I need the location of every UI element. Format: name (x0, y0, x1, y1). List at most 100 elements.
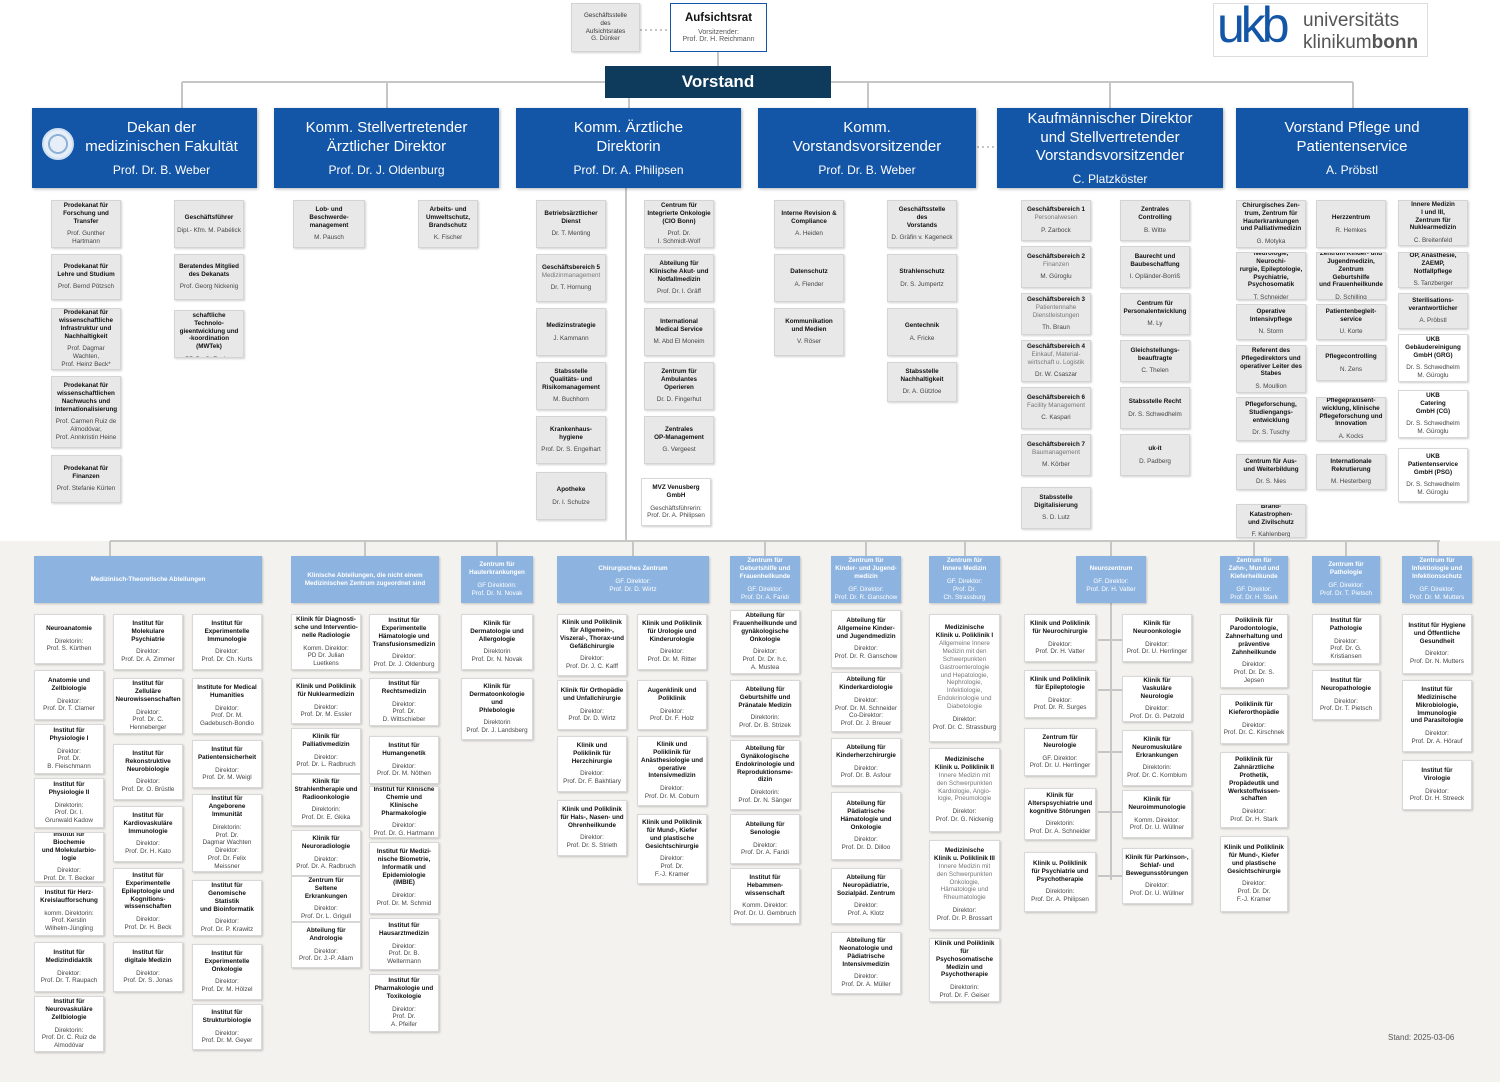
kind-unit-4-person: Direktor: Prof. A. Klotz (847, 902, 885, 918)
dekan-unit-1-person: Prof. Bernd Pötzsch (58, 283, 114, 291)
board-member-person: C. Platzköster (1072, 172, 1148, 187)
center-header-6-person: GF. Direktor: Prof. Dr. Ch. Strassburg (943, 578, 986, 601)
center-header-2-title: Zentrum für Hauterkrankungen (469, 561, 525, 577)
neuro-unit-1-title: Klinik und Poliklinik für Epileptologie (1030, 675, 1090, 691)
aed-unit-2-person: J. Kammann (553, 334, 589, 342)
pf-unit-6-person: F. Kahlenberg (1251, 531, 1291, 538)
theo-unit-18: Institut für Genomische Statistik und Bi… (192, 880, 262, 936)
zahn-unit-3-person: Direktor: Prof. Dr. Dr. F.-J. Kramer (1236, 880, 1272, 904)
zahn-unit-0: Poliklinik für Parodontologie, Zahnerhal… (1220, 614, 1288, 688)
dekan-unit-0-title: Prodekanat für Forschung und Transfer (63, 201, 109, 225)
vv-unit-3-person: D. Gräfin v. Kageneck (891, 234, 953, 242)
klin-unit-13-title: Institut für Pharmakologie und Toxikolog… (374, 976, 434, 1000)
kd-unit-2-person: Th. Braun (1042, 324, 1070, 332)
geb-unit-0-person: Direktor: Prof. Dr. Dr. h.c. A. Mustea (742, 648, 788, 672)
geb-unit-4-title: Institut für Hebammen- wissenschaft (745, 873, 785, 897)
zahn-unit-2-title: Poliklinik für Zahnärztliche Prothetik, … (1227, 756, 1281, 803)
chir-unit-4-title: Klinik und Poliklinik für Urologie und K… (642, 619, 702, 643)
board-member-title: Komm. Stellvertretender Ärztlicher Direk… (305, 119, 468, 155)
inn-unit-1-subtitle: Innere Medizin mit den Schwerpunkten Kar… (936, 771, 993, 803)
klin-unit-11-title: Institut für Medizi- nische Biometrie, I… (376, 847, 432, 887)
kd-unit-2-subtitle: Patientennahe Dienstleistungen (1032, 303, 1080, 319)
kind-unit-0-title: Abteilung für Allgemeine Kinder- und Jug… (836, 616, 896, 640)
aed-unit-0-person: Dr. T. Menting (551, 230, 591, 238)
theo-unit-11-person: Direktor: Prof. Dr. H. Kato (125, 840, 171, 856)
klin-unit-5-title: Zentrum für Seltene Erkrankungen (304, 876, 348, 900)
klin-unit-8-person: Direktor: Prof. Dr. D. Wittschieber (382, 700, 426, 724)
aed-unit-4-title: Krankenhaus- hygiene (550, 425, 592, 441)
kd-unit-6-title: Stabsstelle Digitalisierung (1034, 493, 1078, 509)
neuro-unit-0: Klinik und Poliklinik für Neurochirurgie… (1024, 614, 1096, 662)
kd-unit-9-title: Centrum für Personalentwicklung (1123, 299, 1187, 315)
klin-unit-10: Institut für Klinische Chemie und Klinis… (369, 786, 439, 838)
kd-unit-1-person: M. Güroglu (1040, 273, 1072, 281)
aed-unit-8-person: M. Abd El Moneim (653, 338, 705, 346)
theo-unit-7: Institut für Neurovaskuläre Zellbiologie… (34, 996, 104, 1052)
chir-unit-2-title: Klinik und Poliklinik für Herzchirurgie (571, 741, 613, 765)
pf-unit-9-title: Patientenbegleit- service (1325, 307, 1377, 323)
kind-unit-4-title: Abteilung für Neuropädiatrie, Sozialpäd.… (836, 873, 896, 897)
inn-unit-0-person: Direktor: Prof. Dr. C. Strassburg (932, 715, 997, 731)
theo-unit-8-title: Institut für Molekulare Psychiatrie (131, 619, 165, 643)
dekan-unit-1-title: Prodekanat für Lehre und Studium (57, 262, 115, 278)
infekt-unit-1-person: Direktor: Prof. Dr. A. Hörauf (1411, 730, 1463, 746)
infekt-unit-0: Institut für Hygiene und Öffentliche Ges… (1402, 614, 1472, 674)
center-header-10: Zentrum für Infektiologie und Infektions… (1402, 556, 1472, 603)
theo-unit-16-person: Direktor: Prof. Dr. M. Weigl (202, 766, 252, 782)
pf-unit-5-title: Centrum für Aus- und Weiterbildung (1243, 457, 1299, 473)
neuro-unit-7-title: Klinik für Neuromuskuläre Erkrankungen (1132, 735, 1182, 759)
neuro-unit-8-title: Klinik für Neuroimmunologie (1128, 795, 1186, 811)
pf-unit-4-title: Pflegeforschung, Studiengangs- entwicklu… (1245, 400, 1297, 424)
center-header-10-title: Zentrum für Infektiologie und Infektions… (1411, 557, 1463, 581)
chir-unit-7: Klinik und Poliklinik für Mund-, Kiefer … (637, 814, 707, 884)
chir-unit-0-person: Direktor: Prof. Dr. J. C. Kalff (565, 655, 619, 671)
aed-unit-6-title: Centrum für Integrierte Onkologie (CIO B… (647, 201, 711, 225)
klin-unit-3: Klinik für Strahlentherapie und Radioonk… (291, 774, 361, 826)
pf-unit-4-person: Dr. S. Tuschy (1252, 429, 1290, 437)
neuro-unit-3-title: Klinik für Alterspsychiatrie und kogniti… (1027, 791, 1093, 815)
chir-unit-3-title: Klinik und Poliklinik für Hals-, Nasen- … (560, 805, 624, 829)
vv-unit-6-person: Dr. A. Gützloe (902, 388, 942, 396)
aed-unit-2-title: Medizinstrategie (546, 321, 596, 329)
zahn-unit-2-person: Direktor: Prof. Dr. H. Stark (1230, 808, 1278, 824)
patho-unit-1-person: Direktor: Prof. Dr. T. Pietsch (1319, 697, 1373, 713)
inn-unit-3: Klinik und Poliklinik für Psychosomatisc… (929, 938, 1000, 1002)
aed-unit-3: Stabsstelle Qualitäts- und Risikomanagem… (536, 362, 606, 410)
klin-unit-11-person: Direktor: Prof. Dr. M. Schmid (376, 892, 432, 908)
kd-unit-1-subtitle: Finanzen (1043, 260, 1069, 268)
chir-unit-4: Klinik und Poliklinik für Urologie und K… (637, 614, 707, 670)
stv-unit-1-title: Arbeits- und Umweltschutz, Brandschutz (425, 205, 471, 229)
inn-unit-2-title: Medizinische Klinik u. Poliklinik III (934, 847, 995, 862)
pf-unit-11: Pflegepraxisent- wicklung, klinische Pfl… (1316, 397, 1386, 441)
pf-unit-7-person: R. Hemkes (1335, 226, 1367, 234)
logo-line1: universitäts (1303, 10, 1400, 31)
board-member-title: Komm. Vorstandsvorsitzender (792, 119, 942, 155)
logo-line2: klinikumbonn (1303, 32, 1418, 54)
theo-unit-1-title: Anatomie und Zellbiologie (48, 676, 90, 692)
kind-unit-1-title: Abteilung für Kinderkardiologie (839, 675, 893, 691)
theo-unit-10: Institut für Rekonstruktive Neurobiologi… (113, 744, 183, 800)
klin-unit-6-title: Abteilung für Andrologie (306, 926, 346, 942)
pf-unit-1-person: T. Schneider (1253, 294, 1289, 300)
pf-unit-16-title: UKB Gebäudereinigung GmbH (GRG) (1405, 335, 1461, 359)
kd-unit-11-person: Dr. S. Schwedhelm (1128, 410, 1182, 418)
klin-unit-8-title: Institut für Rechtsmedizin (381, 679, 427, 695)
supervisory-office-person: G. Dünker (591, 35, 620, 43)
pf-unit-1-title: Neurologie, Neurochi- rurgie, Epileptolo… (1239, 252, 1303, 289)
theo-unit-19-title: Institut für Experimentelle Onkologie (204, 949, 250, 973)
aed-unit-1-title: Geschäftsbereich 5 (541, 263, 601, 271)
